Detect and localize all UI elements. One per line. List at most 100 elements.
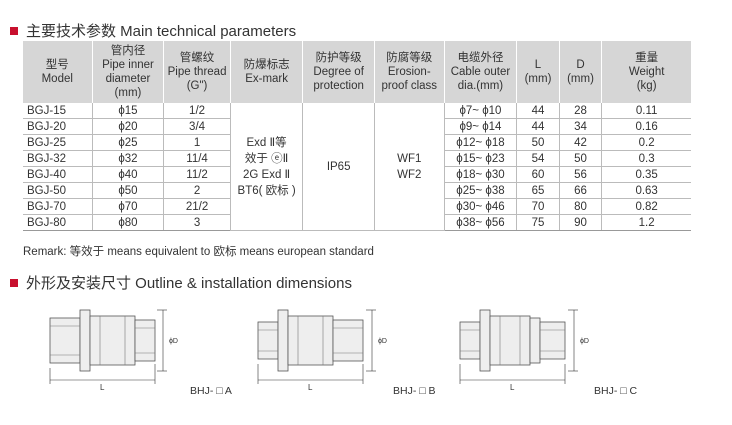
cell-cable-dia: ϕ12~ ϕ18: [443, 134, 517, 151]
ex-mark-line: 效于 ⓔⅡ: [244, 152, 289, 165]
dim-l-label: L: [308, 383, 313, 392]
cell-weight: 0.82: [601, 198, 691, 215]
erosion-line: WF2: [397, 168, 422, 181]
column-header-line: 防爆标志: [243, 59, 290, 71]
cell-pipe-thread: 1: [163, 134, 231, 151]
cell-cable-dia: ϕ38~ ϕ56: [443, 214, 517, 231]
cell-model: BGJ-20: [23, 118, 93, 135]
cell-inner-diameter: ϕ20: [91, 118, 164, 135]
column-header-line: Degree of: [313, 66, 364, 78]
cell-model: BGJ-32: [23, 150, 93, 167]
outline-drawing-c: L ϕD: [452, 298, 612, 398]
cell-weight: 0.35: [601, 166, 691, 183]
column-header-line: 管内径: [110, 45, 146, 57]
drawing-label-b: BHJ- □ B: [393, 385, 436, 397]
column-header-line: Cable outer: [450, 66, 511, 78]
dim-l-label: L: [100, 383, 105, 392]
column-header: 防护等级 Degree of protection: [302, 41, 375, 103]
cell-weight: 1.2: [601, 214, 691, 231]
section-title-parameters: 主要技术参数 Main technical parameters: [10, 20, 296, 41]
outline-drawing-b: L ϕD: [250, 298, 410, 398]
column-header-line: 防腐等级: [386, 52, 433, 64]
cell-pipe-thread: 3: [163, 214, 231, 231]
cell-l: 60: [516, 166, 560, 183]
cell-cable-dia: ϕ30~ ϕ46: [443, 198, 517, 215]
cell-cable-dia: ϕ15~ ϕ23: [443, 150, 517, 167]
cell-d: 34: [558, 118, 602, 135]
column-header-line: Pipe thread: [167, 66, 227, 78]
dim-d-label: ϕD: [378, 338, 387, 345]
cell-cable-dia: ϕ25~ ϕ38: [443, 182, 517, 199]
column-header: 防腐等级 Erosion-proof class: [373, 41, 445, 103]
column-header: D(mm): [558, 41, 602, 103]
ex-mark-line: Exd Ⅱ等: [246, 136, 287, 149]
red-square-icon: [10, 26, 18, 35]
column-header-line: dia.(mm): [457, 80, 504, 92]
cell-pipe-thread: 21/2: [163, 198, 231, 215]
cell-cable-dia: ϕ7~ ϕ10: [443, 103, 517, 119]
column-header-line: 管螺纹: [179, 52, 215, 64]
column-header: 管螺纹 Pipe thread (G"): [163, 41, 231, 103]
cell-inner-diameter: ϕ25: [91, 134, 164, 151]
column-header-line: Pipe inner: [102, 59, 154, 71]
ex-mark-line: BT6( 欧标 ): [237, 184, 296, 197]
cell-model: BGJ-15: [23, 103, 93, 119]
column-header-line: diameter: [105, 73, 151, 85]
column-header: 电缆外径 Cable outer dia.(mm): [443, 41, 517, 103]
dim-d-label: ϕD: [169, 338, 178, 345]
column-header: L(mm): [516, 41, 560, 103]
section-title-text: 外形及安装尺寸 Outline & installation dimension…: [26, 275, 352, 292]
erosion-line: WF1: [397, 152, 422, 165]
cell-cable-dia: ϕ18~ ϕ30: [443, 166, 517, 183]
column-header-line: (mm): [567, 73, 594, 85]
fitting-c-diagram: L ϕD: [459, 309, 589, 392]
cell-l: 54: [516, 150, 560, 167]
cell-d: 66: [558, 182, 602, 199]
cell-model: BGJ-50: [23, 182, 93, 199]
column-header-line: proof class: [381, 80, 438, 92]
drawing-label-a: BHJ- □ A: [190, 385, 232, 397]
ex-mark-line: 2G Exd Ⅱ: [242, 168, 291, 181]
remark-text: Remark: 等效于 means equivalent to 欧标 means…: [23, 246, 374, 258]
cell-inner-diameter: ϕ70: [91, 198, 164, 215]
cell-model: BGJ-25: [23, 134, 93, 151]
cell-model: BGJ-80: [23, 214, 93, 231]
cell-inner-diameter: ϕ15: [91, 103, 164, 119]
fitting-a-diagram: L ϕD: [49, 309, 178, 392]
column-header-line: Erosion-: [387, 66, 431, 78]
cell-cable-dia: ϕ9~ ϕ14: [443, 118, 517, 135]
cell-inner-diameter: ϕ40: [91, 166, 164, 183]
column-header-line: (kg): [636, 80, 657, 92]
cell-d: 56: [558, 166, 602, 183]
cell-d: 90: [558, 214, 602, 231]
column-header-line: protection: [313, 80, 364, 92]
cell-inner-diameter: ϕ80: [91, 214, 164, 231]
column-header-line: (G"): [186, 80, 208, 92]
cell-l: 75: [516, 214, 560, 231]
column-header-line: 电缆外径: [457, 52, 504, 64]
cell-d: 28: [558, 103, 602, 119]
cell-pipe-thread: 3/4: [163, 118, 231, 135]
dim-l-label: L: [510, 383, 515, 392]
dim-d-label: ϕD: [580, 338, 589, 345]
column-header-line: 型号: [45, 59, 69, 71]
column-header-line: (mm): [114, 87, 142, 99]
column-header: 管内径 Pipe inner diameter (mm): [91, 41, 164, 103]
cell-pipe-thread: 11/2: [163, 166, 231, 183]
fitting-b-diagram: L ϕD: [257, 309, 387, 392]
cell-d: 80: [558, 198, 602, 215]
column-header-line: 防护等级: [315, 52, 362, 64]
